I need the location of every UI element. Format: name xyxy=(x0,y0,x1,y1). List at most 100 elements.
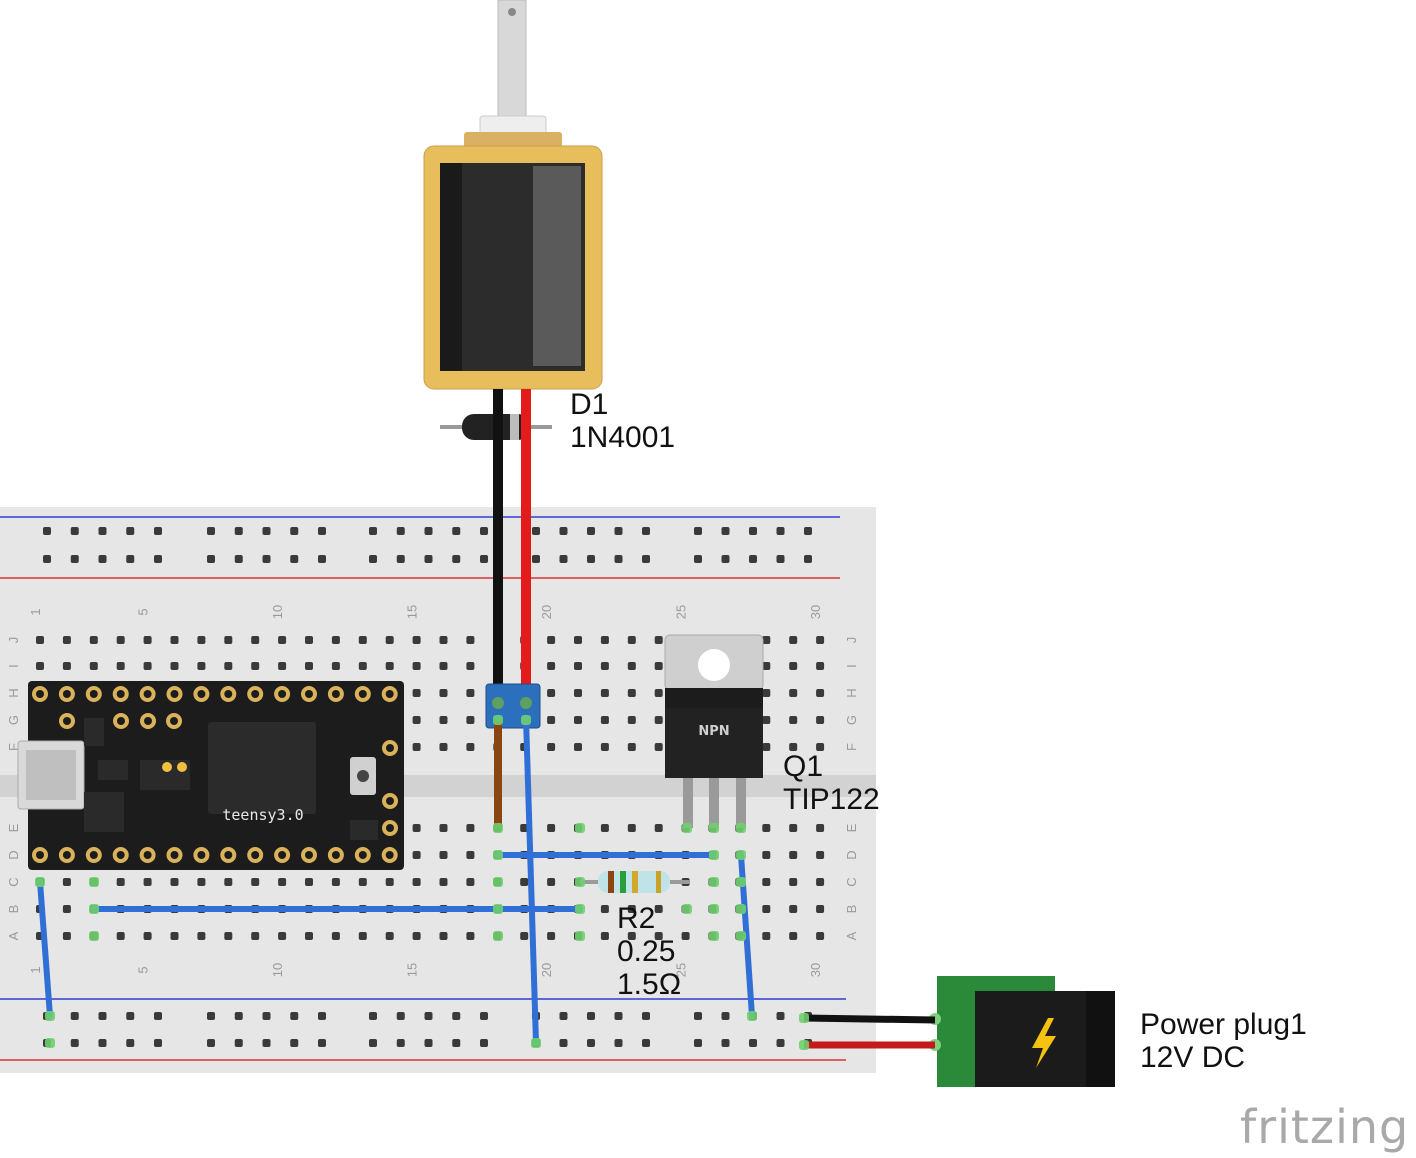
rail-hole xyxy=(290,527,299,535)
breadboard-hole xyxy=(547,662,556,670)
rail-hole xyxy=(694,1039,702,1047)
breadboard-hole xyxy=(547,689,556,697)
breadboard-hole xyxy=(224,932,233,940)
connected-hole xyxy=(736,931,746,941)
column-number: 10 xyxy=(270,963,285,977)
breadboard-hole xyxy=(170,878,179,886)
breadboard-hole xyxy=(305,636,313,644)
rail-hole xyxy=(290,1039,299,1047)
rail-hole xyxy=(70,1039,79,1047)
rail-hole xyxy=(532,527,540,535)
breadboard-hole xyxy=(762,636,771,644)
breadboard-hole xyxy=(654,689,663,697)
breadboard-hole xyxy=(412,662,421,670)
connected-hole xyxy=(709,850,719,860)
rail-hole xyxy=(424,1012,433,1020)
column-number: 25 xyxy=(674,605,689,619)
rail-hole xyxy=(234,555,243,563)
connected-hole xyxy=(493,904,503,914)
connected-hole xyxy=(575,931,585,941)
breadboard-hole xyxy=(412,932,421,940)
connected-hole xyxy=(709,931,719,941)
rail-hole xyxy=(126,527,135,535)
breadboard-hole xyxy=(762,905,771,913)
breadboard-hole xyxy=(762,743,771,751)
breadboard-hole xyxy=(654,932,663,940)
breadboard-hole xyxy=(197,932,206,940)
connected-hole xyxy=(89,904,99,914)
rail-hole xyxy=(234,1012,243,1020)
breadboard-hole xyxy=(600,743,609,751)
breadboard-hole xyxy=(789,716,798,724)
breadboard-hole xyxy=(439,878,448,886)
breadboard-hole xyxy=(439,932,448,940)
fritzing-logo: fritzing xyxy=(1240,1100,1410,1154)
breadboard-hole xyxy=(466,824,475,832)
breadboard-hole xyxy=(789,662,798,670)
breadboard-hole xyxy=(574,662,582,670)
breadboard-hole xyxy=(789,932,798,940)
breadboard-hole xyxy=(547,743,556,751)
breadboard-hole xyxy=(816,743,825,751)
connected-hole xyxy=(493,931,503,941)
rail-hole xyxy=(318,1012,326,1020)
breadboard-hole xyxy=(305,932,313,940)
rail-hole xyxy=(207,527,215,535)
breadboard-hole xyxy=(143,878,152,886)
breadboard-hole xyxy=(816,824,825,832)
breadboard-hole xyxy=(627,662,636,670)
breadboard-hole xyxy=(816,689,825,697)
breadboard-hole xyxy=(574,743,582,751)
rail-hole xyxy=(694,555,702,563)
rail-hole xyxy=(43,527,51,535)
rail-hole xyxy=(532,555,540,563)
breadboard-hole xyxy=(116,636,125,644)
rail-hole xyxy=(721,1012,730,1020)
rail-hole xyxy=(642,1039,650,1047)
rail-hole xyxy=(369,527,377,535)
rail-hole xyxy=(694,1012,702,1020)
rail-hole xyxy=(98,527,107,535)
power-plug-value-label: 12V DC xyxy=(1140,1041,1246,1074)
rail-hole xyxy=(424,1039,433,1047)
breadboard-hole xyxy=(224,636,233,644)
row-letter: C xyxy=(844,877,859,886)
breadboard-hole xyxy=(466,878,475,886)
breadboard-hole xyxy=(143,636,152,644)
breadboard-hole xyxy=(789,905,798,913)
resistor-power-label: 0.25 xyxy=(617,935,676,968)
connected-hole xyxy=(736,850,746,860)
row-letter: A xyxy=(6,931,21,940)
rail-hole xyxy=(70,1012,79,1020)
column-number: 1 xyxy=(28,966,43,973)
rail-hole xyxy=(614,527,623,535)
breadboard-hole xyxy=(466,932,475,940)
rail-hole xyxy=(749,1039,757,1047)
rail-hole xyxy=(126,555,135,563)
rail-hole xyxy=(804,527,812,535)
rail-hole xyxy=(587,555,595,563)
breadboard-hole xyxy=(439,824,448,832)
rail-hole xyxy=(721,527,730,535)
row-letter: D xyxy=(844,850,859,859)
breadboard-hole xyxy=(62,636,71,644)
rail-hole xyxy=(70,555,79,563)
column-number: 30 xyxy=(808,963,823,977)
rail-hole xyxy=(721,555,730,563)
rail-hole xyxy=(207,555,215,563)
rail-hole xyxy=(804,555,812,563)
breadboard-hole xyxy=(574,716,582,724)
breadboard-hole xyxy=(358,636,367,644)
breadboard-hole xyxy=(547,824,556,832)
breadboard-hole xyxy=(439,689,448,697)
rail-hole xyxy=(614,1039,623,1047)
breadboard-hole xyxy=(412,716,421,724)
breadboard-hole xyxy=(278,662,287,670)
breadboard-hole xyxy=(654,824,663,832)
breadboard-hole xyxy=(278,932,287,940)
row-letter: J xyxy=(6,637,21,644)
rail-hole xyxy=(70,527,79,535)
breadboard-hole xyxy=(816,851,825,859)
rail-hole xyxy=(480,1039,488,1047)
rail-hole xyxy=(290,555,299,563)
